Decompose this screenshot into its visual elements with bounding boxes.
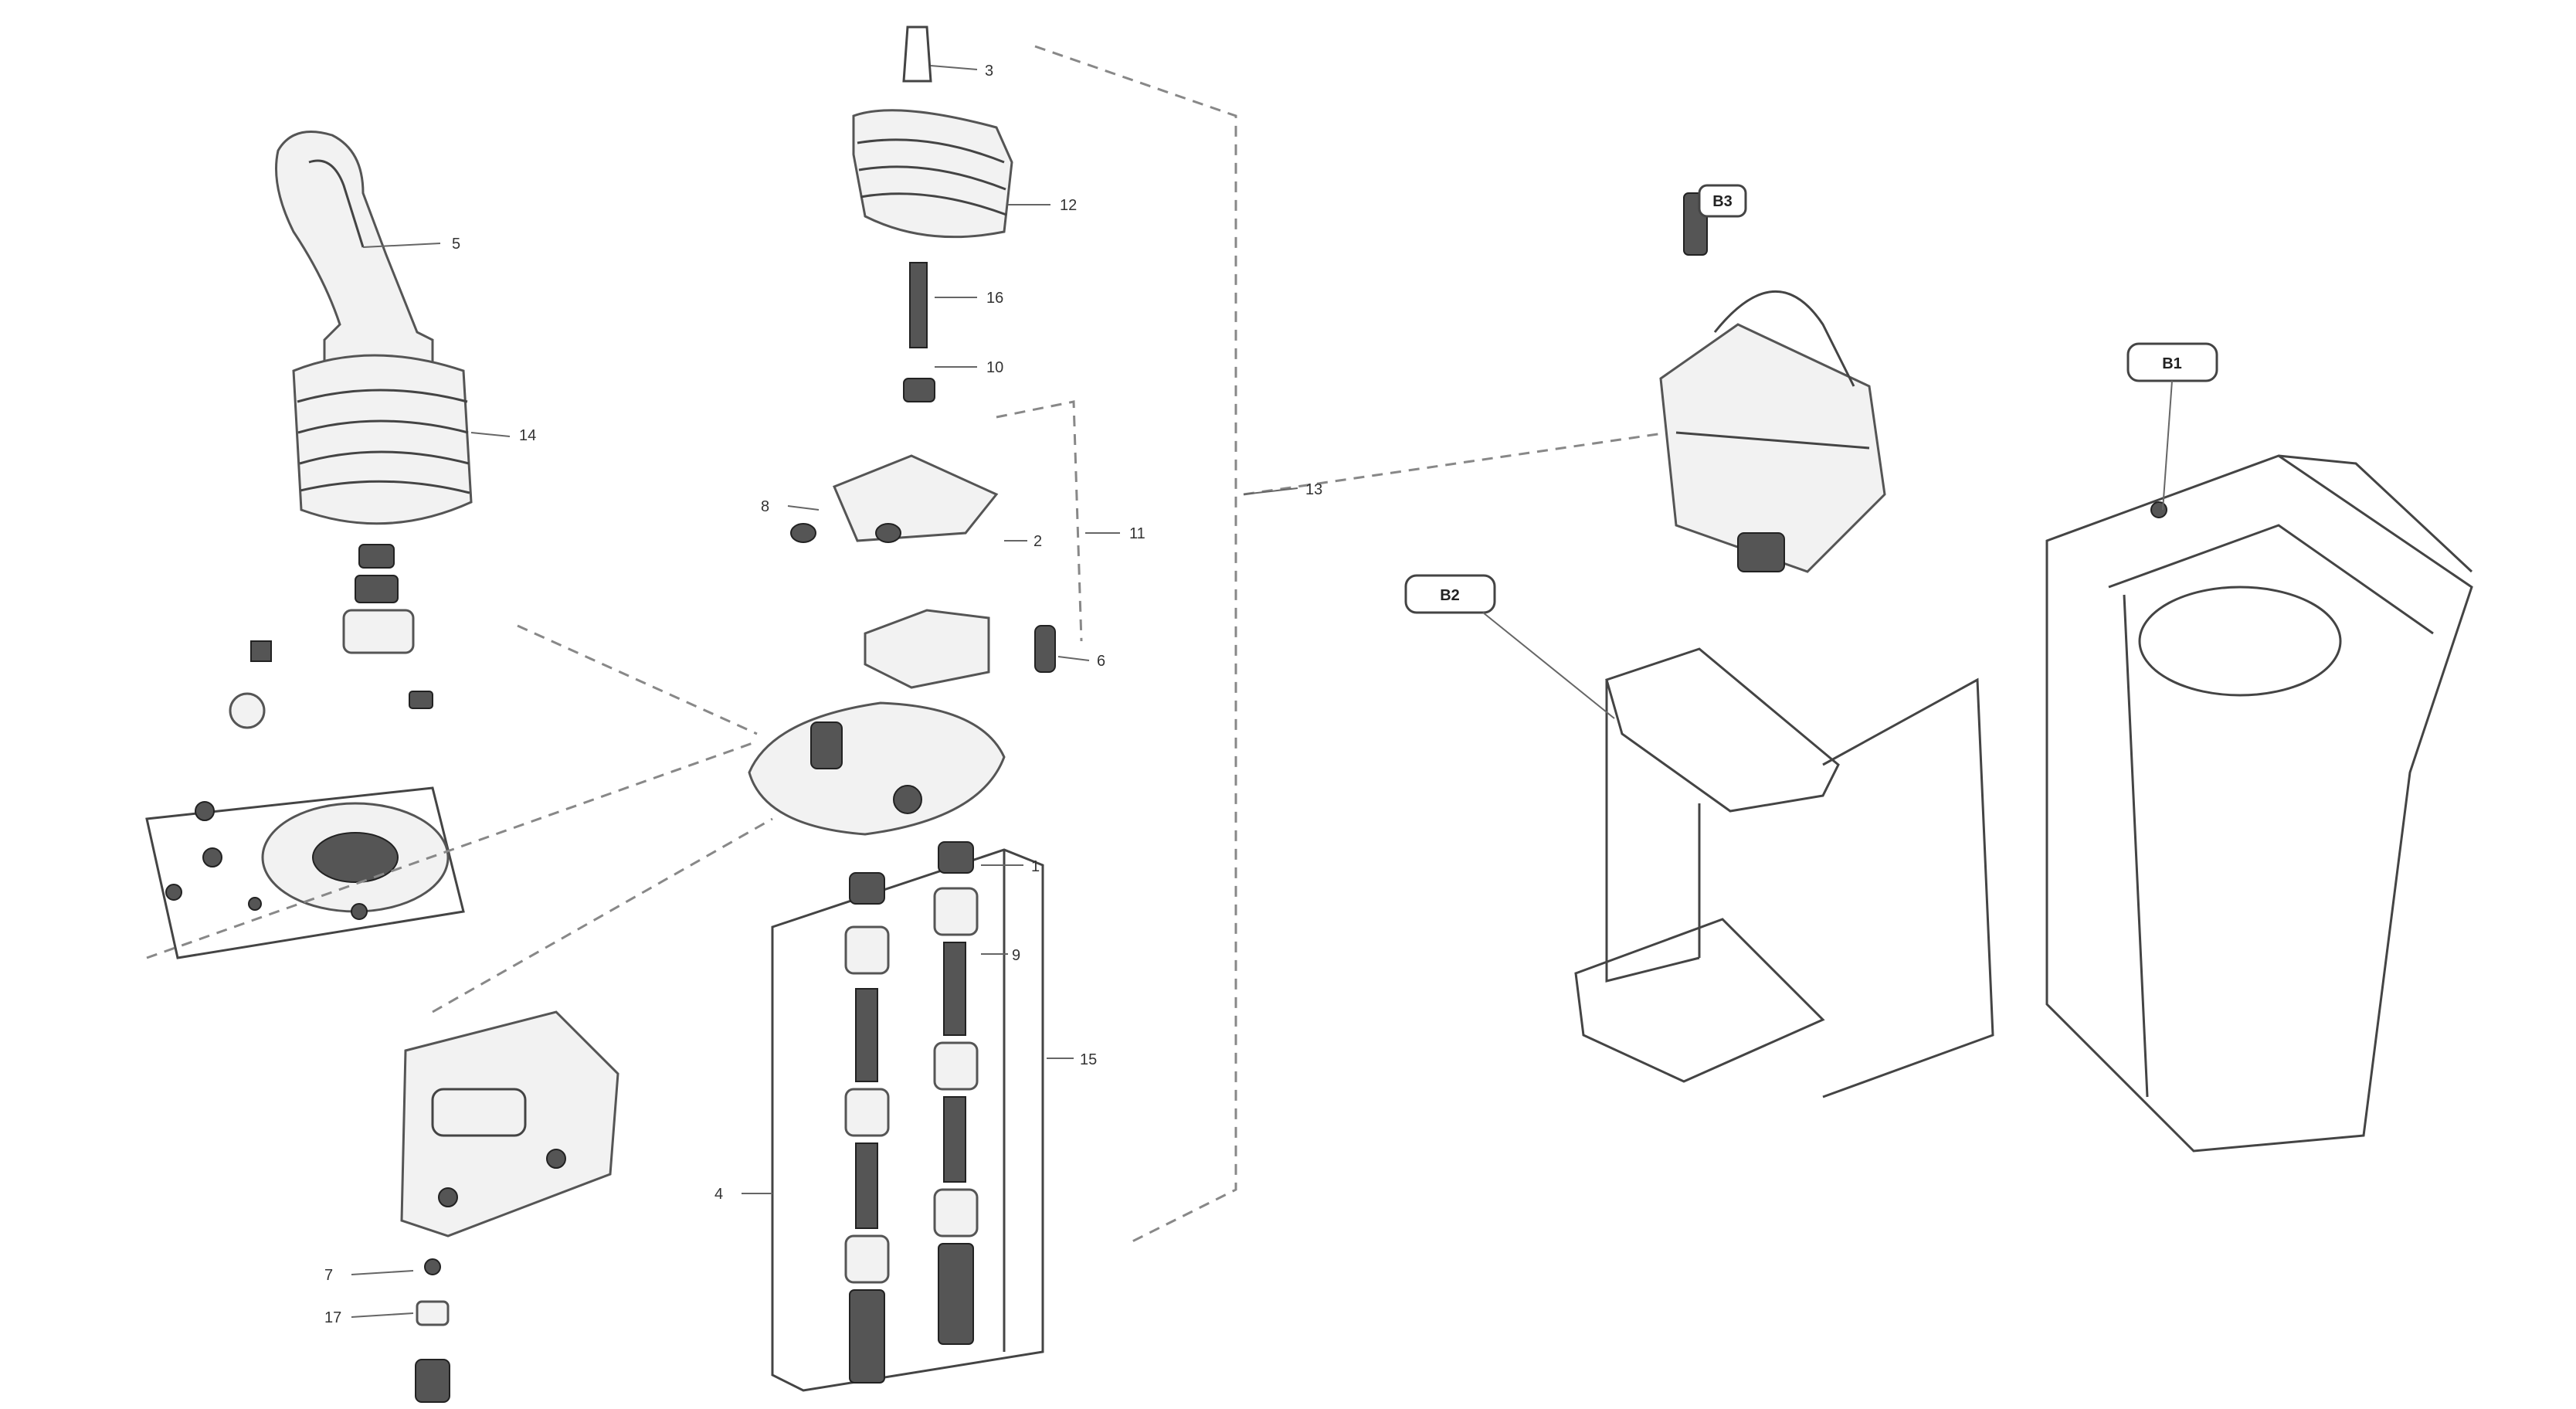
svg-text:B2: B2 [1440, 587, 1460, 604]
joystick-handle [275, 131, 434, 365]
reference-box: B2 [1404, 574, 1615, 719]
svg-text:14: 14 [519, 427, 536, 444]
svg-text:3: 3 [985, 63, 993, 80]
svg-text:11: 11 [1129, 525, 1145, 542]
callout-label: 7 [324, 1267, 414, 1284]
callout-label: 17 [324, 1309, 414, 1326]
callout-label: 9 [981, 947, 1020, 964]
svg-text:4: 4 [714, 1186, 723, 1203]
callout-label: 15 [1047, 1051, 1097, 1068]
svg-text:8: 8 [761, 498, 769, 515]
seat-bracket [1574, 647, 1994, 1098]
reference-box: B1 [2126, 342, 2218, 511]
svg-text:17: 17 [324, 1309, 341, 1326]
svg-text:12: 12 [1060, 197, 1077, 214]
svg-text:9: 9 [1012, 947, 1020, 964]
callout-label: 11 [1085, 525, 1145, 542]
valve-spool-a [844, 872, 890, 1384]
svg-text:6: 6 [1097, 653, 1105, 670]
valve-bracket [400, 1010, 619, 1238]
callout-label: 1 [981, 858, 1040, 875]
svg-text:10: 10 [986, 359, 1003, 376]
svg-text:16: 16 [986, 290, 1003, 307]
svg-text:2: 2 [1033, 533, 1042, 550]
svg-text:7: 7 [324, 1267, 333, 1284]
svg-text:5: 5 [452, 236, 460, 253]
fasteners-bottom-left [415, 1258, 450, 1403]
mounting-plate-left [145, 786, 465, 959]
valve-spool-b [933, 841, 979, 1345]
callout-label: 13 [1243, 481, 1322, 498]
joystick-boot [292, 354, 473, 525]
svg-text:13: 13 [1305, 481, 1322, 498]
svg-text:B3: B3 [1712, 193, 1733, 210]
callout-label: 16 [935, 290, 1003, 307]
callout-label: 12 [1008, 197, 1077, 214]
callout-label: 14 [470, 427, 536, 444]
callout-label: 3 [930, 63, 993, 80]
callout-label: 2 [1004, 533, 1042, 550]
svg-text:15: 15 [1080, 1051, 1097, 1068]
center-handle [852, 25, 1013, 239]
small-fittings-left [229, 640, 272, 729]
callout-label: 4 [714, 1186, 772, 1203]
center-shaft [903, 262, 935, 402]
center-housing [771, 848, 1044, 1392]
dashed-grouping-lines [146, 45, 1669, 1245]
callout-label: 5 [362, 236, 460, 253]
center-base-plate [748, 701, 1006, 836]
svg-text:1: 1 [1031, 858, 1040, 875]
callout-label: 10 [935, 359, 1003, 376]
svg-text:B1: B1 [2162, 355, 2182, 372]
control-lever-module [1659, 192, 1886, 573]
callout-label: 6 [1057, 653, 1105, 670]
center-bracket [790, 454, 1056, 689]
joystick-stack [342, 544, 433, 709]
reference-box: B3 [1698, 184, 1747, 218]
callout-label: 8 [761, 498, 820, 515]
control-console-housing [2045, 454, 2473, 1153]
